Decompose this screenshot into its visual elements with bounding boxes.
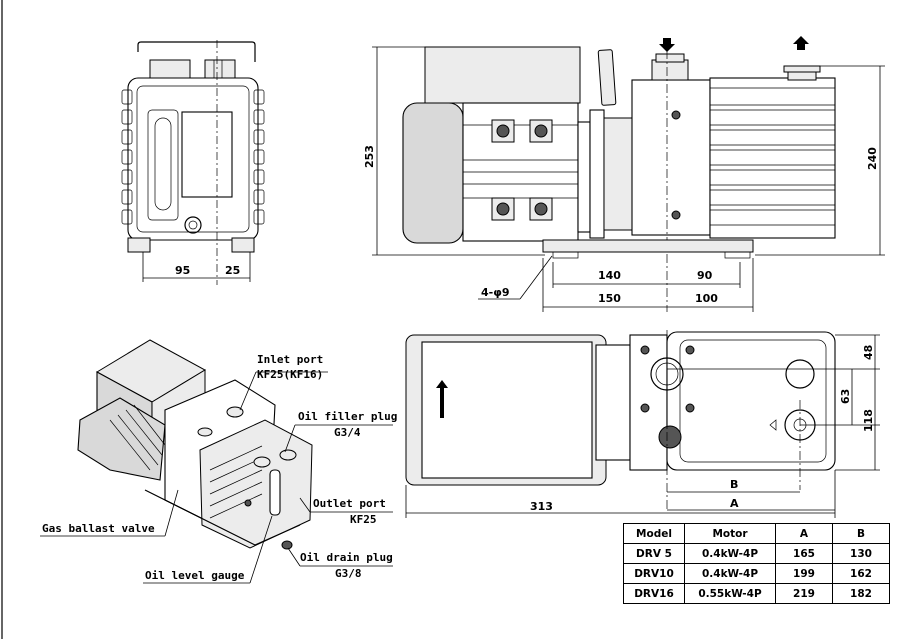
label-inlet-port: Inlet port (257, 353, 323, 366)
side-view: 253 240 140 90 150 100 4-φ9 (363, 36, 885, 312)
table-row: DRV 5 0.4kW-4P 165 130 (623, 543, 890, 564)
dim-48: 48 (862, 345, 875, 360)
cell-a: 165 (775, 543, 833, 564)
table-row: DRV16 0.55kW-4P 219 182 (623, 583, 890, 604)
dim-A: A (730, 497, 739, 510)
header-b: B (832, 523, 890, 544)
cell-model: DRV10 (623, 563, 685, 584)
dim-313: 313 (530, 500, 553, 513)
cell-model: DRV 5 (623, 543, 685, 564)
dim-240: 240 (866, 147, 879, 170)
cell-a: 199 (775, 563, 833, 584)
cell-motor: 0.4kW-4P (684, 543, 776, 564)
top-view: 48 63 118 313 B A (405, 330, 880, 518)
inlet-arrow-icon (659, 38, 675, 52)
dim-253: 253 (363, 145, 376, 168)
label-oil-filler-plug: Oil filler plug (298, 410, 397, 423)
cell-b: 182 (832, 583, 890, 604)
label-oil-level-gauge: Oil level gauge (145, 569, 245, 582)
header-model: Model (623, 523, 685, 544)
dim-holes: 4-φ9 (481, 286, 509, 299)
label-oil-drain-plug-spec: G3/8 (335, 567, 362, 580)
cell-motor: 0.4kW-4P (684, 563, 776, 584)
isometric-view: Inlet port KF25(KF16) Oil filler plug G3… (40, 339, 397, 584)
outlet-arrow-icon (793, 36, 809, 50)
label-outlet-port: Outlet port (313, 497, 386, 510)
terminal-bolts (491, 119, 553, 221)
dim-B: B (730, 478, 738, 491)
table-header-row: Model Motor A B (623, 523, 890, 544)
dim-90: 90 (697, 269, 713, 282)
cell-motor: 0.55kW-4P (684, 583, 776, 604)
spec-table: Model Motor A B DRV 5 0.4kW-4P 165 130 D… (623, 523, 890, 604)
label-oil-drain-plug: Oil drain plug (300, 551, 393, 564)
label-inlet-port-spec: KF25(KF16) (257, 368, 323, 381)
dim-63: 63 (839, 389, 852, 404)
table-row: DRV10 0.4kW-4P 199 162 (623, 563, 890, 584)
direction-arrow-icon (436, 380, 448, 418)
cell-b: 130 (832, 543, 890, 564)
dim-118: 118 (862, 409, 875, 432)
dim-25: 25 (225, 264, 240, 277)
cell-model: DRV16 (623, 583, 685, 604)
label-outlet-port-spec: KF25 (350, 513, 377, 526)
header-a: A (775, 523, 833, 544)
label-oil-filler-plug-spec: G3/4 (334, 426, 361, 439)
dim-95: 95 (175, 264, 190, 277)
cell-b: 162 (832, 563, 890, 584)
dim-100: 100 (695, 292, 718, 305)
header-motor: Motor (684, 523, 776, 544)
dim-150: 150 (598, 292, 621, 305)
cell-a: 219 (775, 583, 833, 604)
label-gas-ballast-valve: Gas ballast valve (42, 522, 155, 535)
front-view: 95 25 (121, 40, 265, 285)
dim-140: 140 (598, 269, 621, 282)
